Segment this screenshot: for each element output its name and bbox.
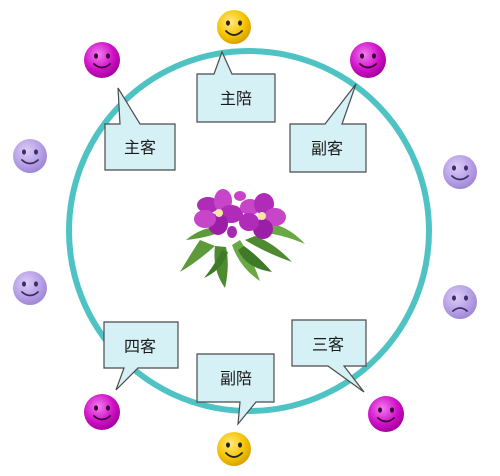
callout-lower-left: 四客 bbox=[103, 321, 179, 391]
label-lower-right: 三客 bbox=[312, 335, 344, 354]
frown-face-icon bbox=[443, 285, 477, 319]
smiley-face-icon bbox=[13, 271, 47, 305]
label-top: 主陪 bbox=[220, 89, 252, 108]
label-upper-right: 副客 bbox=[311, 139, 343, 158]
smiley-face-icon bbox=[13, 139, 47, 173]
label-bottom: 副陪 bbox=[220, 369, 252, 388]
callout-lower-right: 三客 bbox=[291, 319, 367, 393]
flower-icon bbox=[180, 189, 305, 288]
callout-bottom: 副陪 bbox=[196, 353, 275, 426]
smiley-face-icon bbox=[84, 394, 120, 430]
label-lower-left: 四客 bbox=[124, 337, 156, 356]
smiley-face-icon bbox=[84, 42, 120, 78]
smiley-face-icon bbox=[350, 42, 386, 78]
callout-upper-left: 主客 bbox=[104, 87, 176, 171]
smiley-face-icon bbox=[368, 396, 404, 432]
callout-top: 主陪 bbox=[196, 50, 276, 123]
smiley-face-icon bbox=[217, 432, 251, 466]
smiley-face-icon bbox=[443, 155, 477, 189]
label-upper-left: 主客 bbox=[124, 138, 156, 157]
callout-upper-right: 副客 bbox=[289, 83, 367, 173]
smiley-face-icon bbox=[217, 10, 251, 44]
